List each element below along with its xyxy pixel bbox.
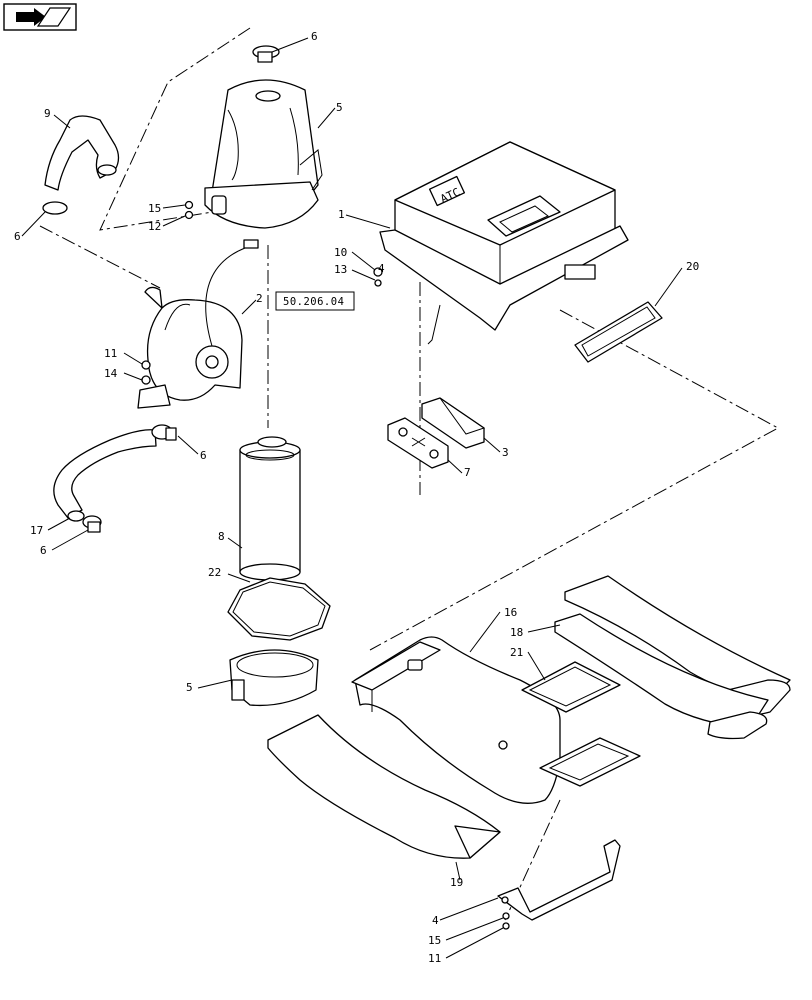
- callouts: 6 5 9 6 15 12 1 10 13 2 11 14 6 17 6 8 2…: [14, 30, 699, 965]
- nut-hardware[interactable]: [502, 912, 510, 930]
- callout-5: 5: [336, 101, 343, 114]
- callout-7: 7: [464, 466, 471, 479]
- callout-3: 3: [502, 446, 509, 459]
- callout-22: 22: [208, 566, 221, 579]
- callout-21: 21: [510, 646, 523, 659]
- upper-bent-hose[interactable]: [44, 115, 120, 191]
- blower-motor[interactable]: [137, 239, 259, 409]
- hose-clamp[interactable]: [252, 45, 280, 63]
- callout-8: 8: [218, 530, 225, 543]
- callout-15: 15: [428, 934, 441, 947]
- callout-11: 11: [104, 347, 117, 360]
- callout-11: 11: [428, 952, 441, 965]
- callout-10: 10: [334, 246, 347, 259]
- connector-plate[interactable]: [387, 417, 449, 469]
- nut-hardware[interactable]: [373, 267, 383, 287]
- callout-16: 16: [504, 606, 517, 619]
- callout-6: 6: [40, 544, 47, 557]
- callout-18: 18: [510, 626, 523, 639]
- support-bracket[interactable]: [497, 839, 621, 921]
- sensor-block[interactable]: [421, 397, 486, 449]
- right-duct-lower[interactable]: [554, 613, 769, 740]
- callout-12: 12: [148, 220, 161, 233]
- callout-17: 17: [30, 524, 43, 537]
- leader-lines: [21, 37, 683, 959]
- hose-clamp[interactable]: [82, 424, 177, 533]
- lower-hose[interactable]: [53, 429, 157, 522]
- callout-4: 4: [378, 262, 385, 275]
- callout-13: 13: [334, 263, 347, 276]
- callout-5: 5: [186, 681, 193, 694]
- callout-6: 6: [200, 449, 207, 462]
- callout-2: 2: [256, 292, 263, 305]
- reference-box[interactable]: 50.206.04: [275, 291, 355, 311]
- callout-19: 19: [450, 876, 463, 889]
- atc-control-module[interactable]: ATC: [379, 141, 629, 345]
- filter-element[interactable]: [239, 436, 301, 581]
- back-arrow-icon[interactable]: [3, 3, 77, 31]
- hose-clamp[interactable]: [42, 201, 68, 215]
- nut-hardware[interactable]: [184, 200, 194, 220]
- rectangular-gasket[interactable]: [521, 661, 621, 713]
- callout-6: 6: [14, 230, 21, 243]
- duct-outlet[interactable]: [539, 737, 641, 787]
- filter-housing-bottom[interactable]: [229, 649, 319, 707]
- nut-hardware[interactable]: [141, 360, 151, 385]
- gasket[interactable]: [227, 577, 331, 641]
- filter-housing-top[interactable]: [204, 79, 323, 229]
- main-duct[interactable]: [351, 636, 561, 804]
- frame-gasket[interactable]: [574, 301, 663, 363]
- callout-14: 14: [104, 367, 118, 380]
- callout-4: 4: [432, 914, 439, 927]
- callout-20: 20: [686, 260, 699, 273]
- reference-box-label: 50.206.04: [283, 296, 344, 308]
- callout-6: 6: [311, 30, 318, 43]
- callout-9: 9: [44, 107, 51, 120]
- left-duct[interactable]: [267, 714, 501, 859]
- callout-15: 15: [148, 202, 161, 215]
- callout-1: 1: [338, 208, 345, 221]
